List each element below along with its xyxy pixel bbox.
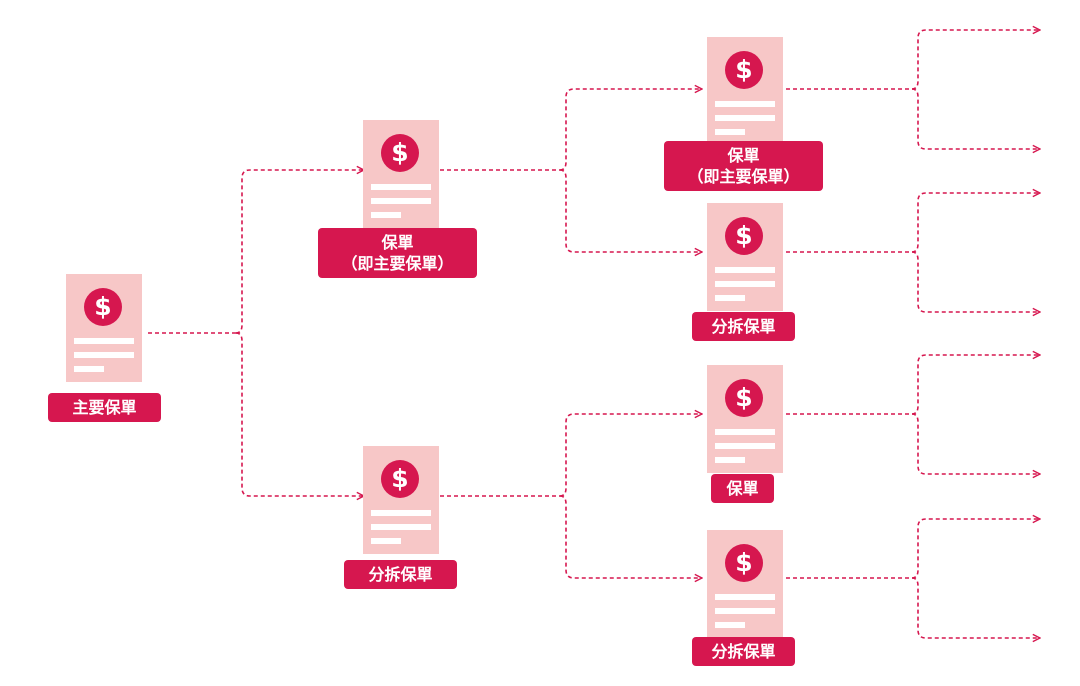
connector-l2-a-down — [911, 88, 1040, 149]
policy-document-root: $ — [66, 274, 142, 382]
text-line-placeholder — [371, 524, 431, 530]
text-line-placeholder — [715, 101, 775, 107]
node-label-l2-d: 分拆保單 — [692, 637, 795, 666]
connector-l2-c-down — [911, 413, 1040, 474]
dollar-coin-icon: $ — [725, 379, 763, 417]
text-line-placeholder — [715, 457, 745, 463]
text-line-placeholder — [715, 115, 775, 121]
node-label-line: 保單 — [381, 233, 414, 252]
node-label-root: 主要保單 — [48, 393, 161, 422]
text-line-placeholder — [715, 594, 775, 600]
text-line-placeholder — [715, 608, 775, 614]
text-line-placeholder — [74, 338, 134, 344]
dollar-coin-icon: $ — [381, 460, 419, 498]
connector-l2-d-down — [911, 577, 1040, 638]
dollar-coin-icon: $ — [84, 288, 122, 326]
policy-document-l2-a: $ — [707, 37, 783, 145]
dollar-coin-icon: $ — [725, 51, 763, 89]
text-line-placeholder — [715, 622, 745, 628]
text-line-placeholder — [715, 129, 745, 135]
node-label-l1-top: 保單 （即主要保單） — [318, 228, 477, 278]
dollar-coin-icon: $ — [381, 134, 419, 172]
node-label-l2-c: 保單 — [711, 474, 774, 503]
text-line-placeholder — [715, 429, 775, 435]
connector-l2-a-up — [911, 30, 1040, 90]
connector-root-to-l1-bottom — [235, 332, 364, 496]
node-label-line: 主要保單 — [72, 398, 137, 417]
node-label-line: 保單 — [727, 146, 760, 165]
connector-l1-top-to-l2-b — [559, 169, 702, 252]
dollar-coin-icon: $ — [725, 544, 763, 582]
text-line-placeholder — [74, 366, 104, 372]
text-line-placeholder — [715, 267, 775, 273]
node-label-l2-a: 保單 （即主要保單） — [664, 141, 823, 191]
node-label-l2-b: 分拆保單 — [692, 312, 795, 341]
policy-document-l1-top: $ — [363, 120, 439, 228]
connector-l2-b-down — [911, 251, 1040, 312]
dollar-coin-icon: $ — [725, 217, 763, 255]
node-label-line: 分拆保單 — [711, 317, 776, 336]
node-label-line: 保單 — [726, 479, 759, 498]
node-label-line: 分拆保單 — [711, 642, 776, 661]
connector-l1-top-to-l2-a — [559, 89, 702, 171]
node-label-line: （即主要保單） — [687, 167, 800, 186]
connector-root-to-l1-top — [235, 170, 364, 334]
connector-l2-c-up — [911, 355, 1040, 415]
text-line-placeholder — [371, 212, 401, 218]
node-label-line: 分拆保單 — [368, 565, 433, 584]
text-line-placeholder — [371, 198, 431, 204]
text-line-placeholder — [371, 184, 431, 190]
text-line-placeholder — [371, 538, 401, 544]
connector-l1-bottom-to-l2-c — [559, 414, 702, 497]
text-line-placeholder — [74, 352, 134, 358]
text-line-placeholder — [371, 510, 431, 516]
policy-document-l2-b: $ — [707, 203, 783, 311]
text-line-placeholder — [715, 295, 745, 301]
connector-l2-b-up — [911, 193, 1040, 253]
node-label-line: （即主要保單） — [341, 254, 454, 273]
node-label-l1-bottom: 分拆保單 — [344, 560, 457, 589]
text-line-placeholder — [715, 281, 775, 287]
policy-document-l2-d: $ — [707, 530, 783, 638]
connector-l1-bottom-to-l2-d — [559, 495, 702, 578]
policy-document-l2-c: $ — [707, 365, 783, 473]
connector-l2-d-up — [911, 519, 1040, 579]
policy-document-l1-bottom: $ — [363, 446, 439, 554]
text-line-placeholder — [715, 443, 775, 449]
